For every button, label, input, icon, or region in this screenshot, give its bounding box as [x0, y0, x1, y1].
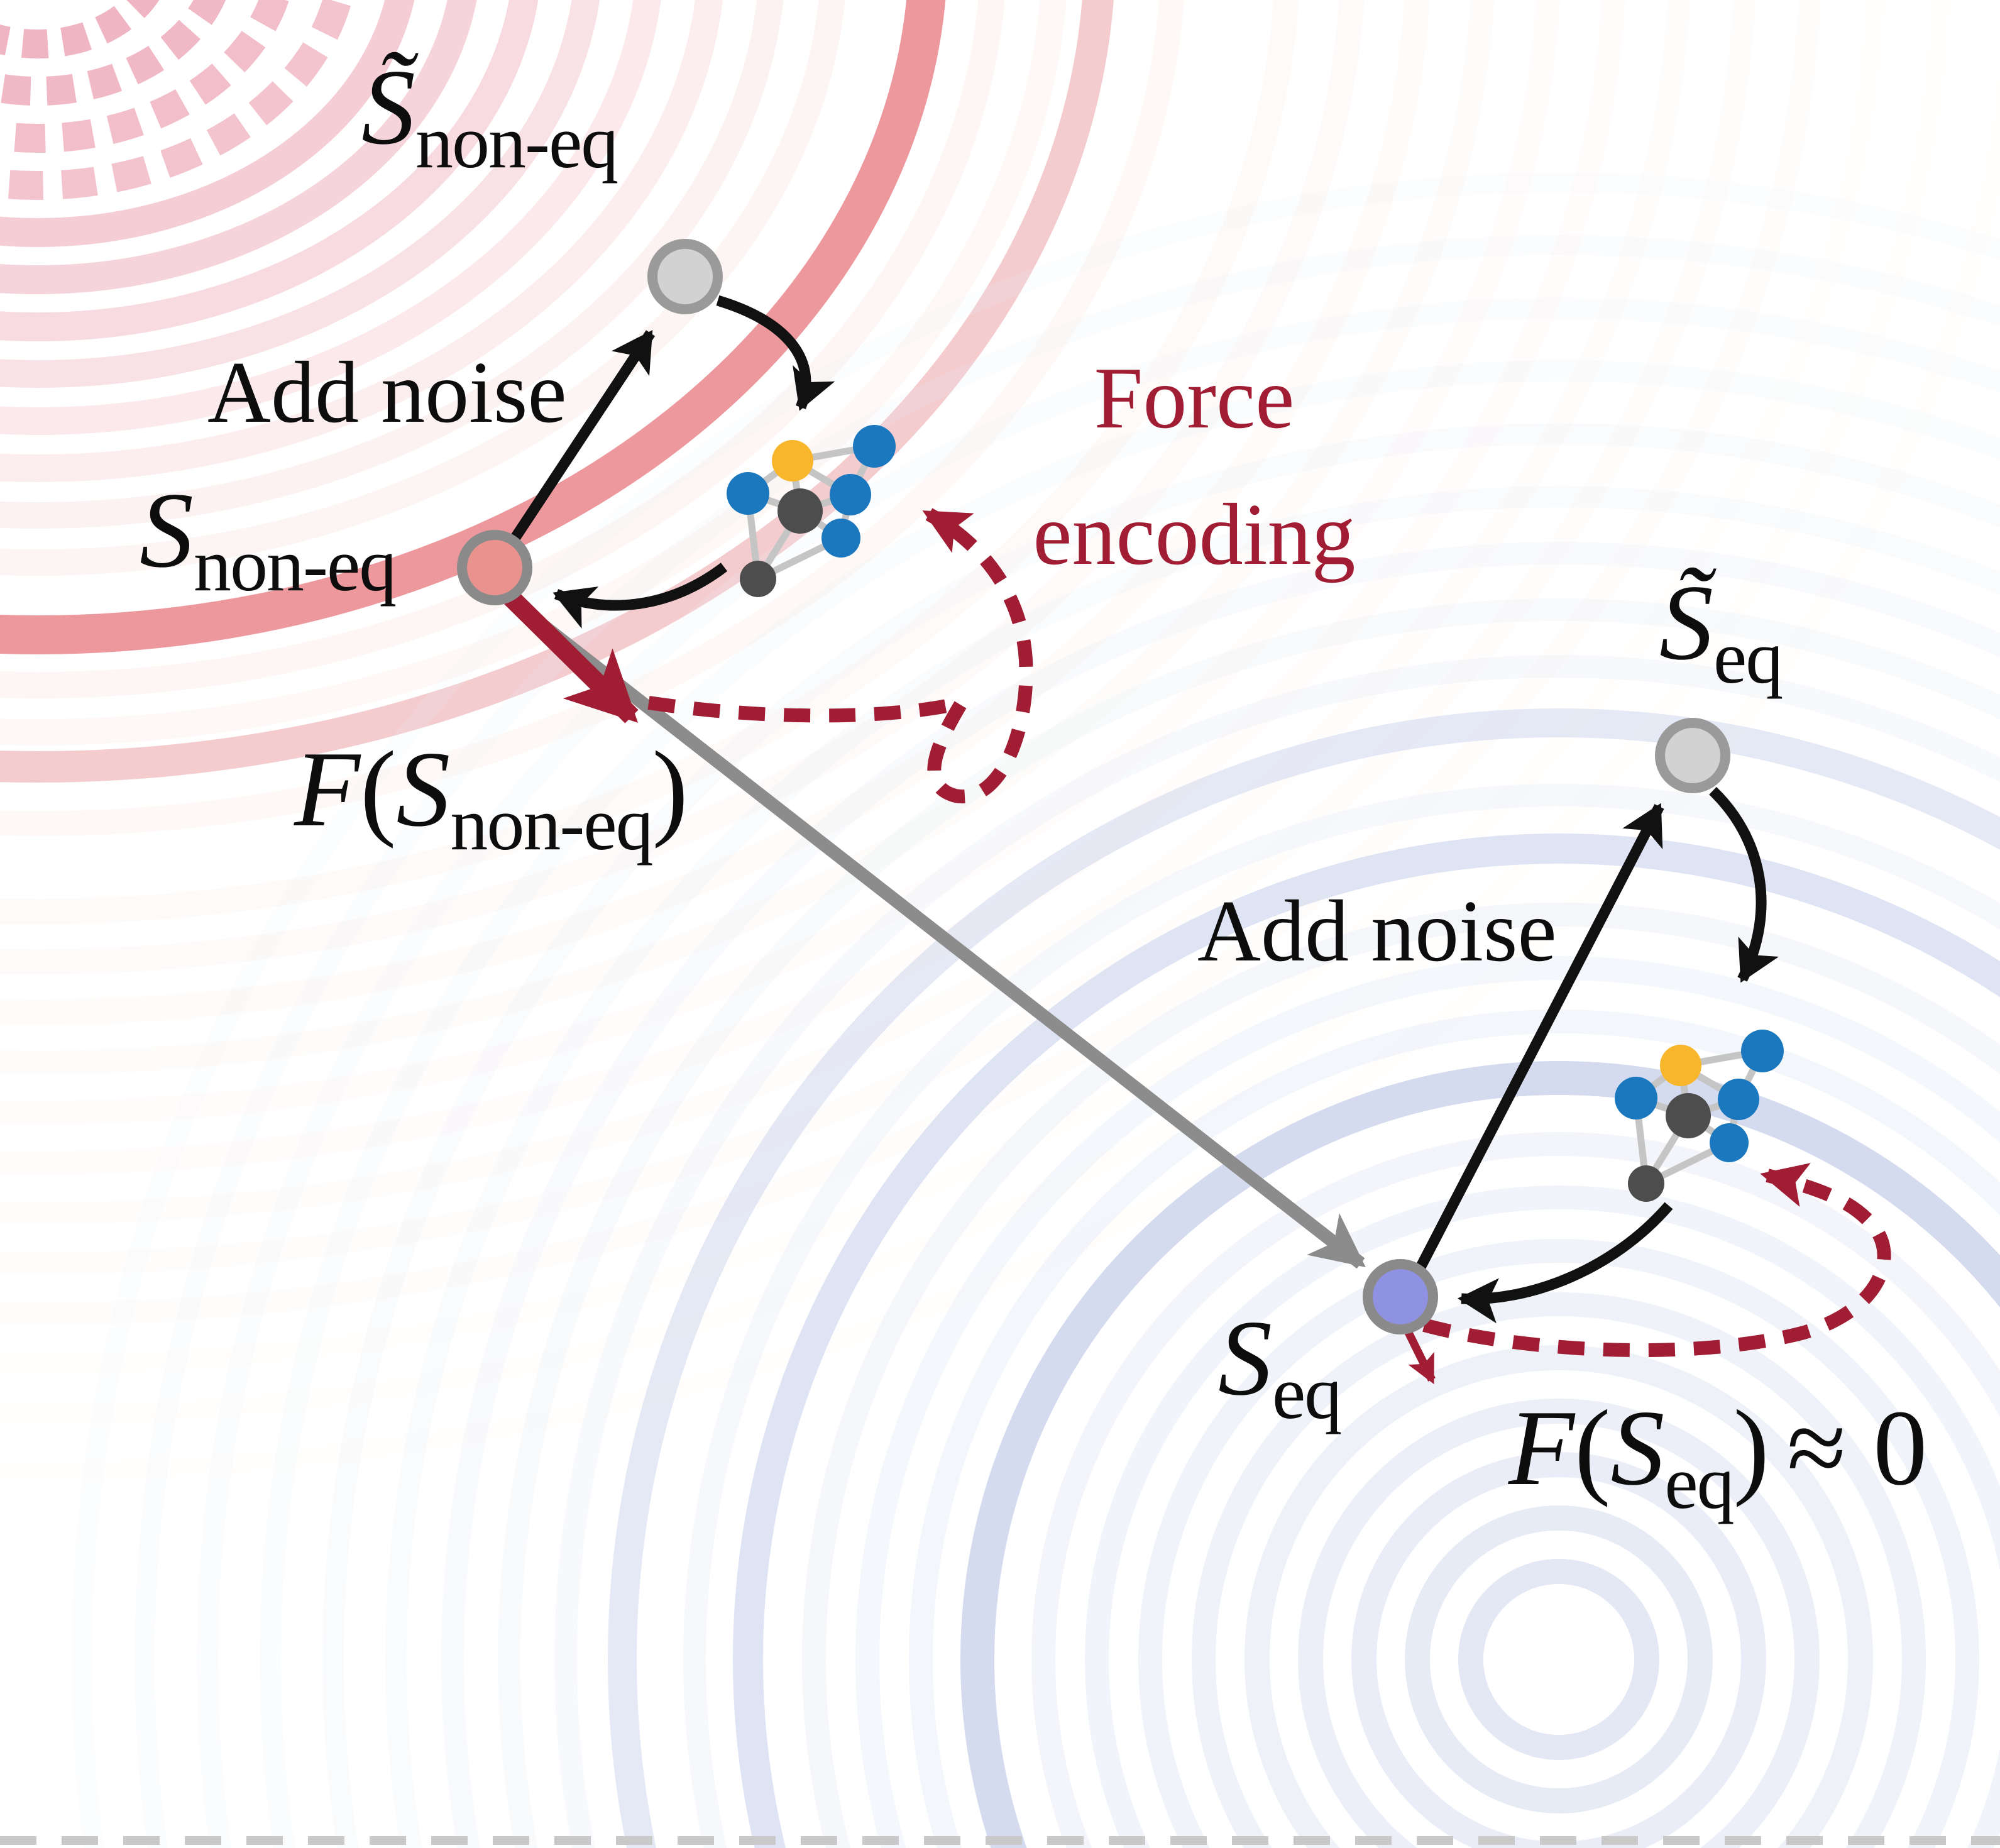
label-force-noneq: F(Snon-eq): [294, 730, 688, 866]
force-encoding-loop-left: [647, 508, 1033, 804]
label-add-noise-left: Add noise: [207, 344, 567, 441]
noisy-to-molecule-arrow-right: [1709, 786, 1779, 983]
molecular-graph-icon: [727, 425, 896, 597]
atom-blue: [821, 519, 860, 558]
atom-blue: [853, 425, 896, 468]
atom-orange: [772, 440, 813, 481]
atom-blue: [1718, 1079, 1759, 1120]
add-noise-arrow-left: [510, 329, 656, 541]
force-vector-arrow-eq: [1404, 1329, 1436, 1385]
label-force-encoding: Force encoding: [1033, 349, 1356, 583]
atom-dark: [1666, 1093, 1711, 1138]
atom-blue: [1615, 1077, 1657, 1119]
state-point-eq: [1363, 1259, 1438, 1334]
relaxation-arrow: [498, 588, 1366, 1269]
atom-blue: [727, 472, 769, 515]
label-state-eq: Seq: [1218, 1299, 1342, 1434]
atom-orange: [1660, 1045, 1701, 1086]
molecular-graph-icon: [1615, 1030, 1784, 1202]
molecule-to-state-arrow-left: [552, 563, 728, 629]
blue-contour-rings: [72, 172, 2000, 1848]
state-point-noneq: [457, 530, 532, 605]
state-point-noisy-noneq: [647, 239, 723, 314]
force-encoding-loop-right: [1422, 1163, 1891, 1358]
atom-blue: [1741, 1030, 1784, 1072]
label-noisy-state-noneq: S̃non-eq: [361, 48, 618, 184]
atom-dark: [777, 488, 823, 534]
atom-blue: [830, 474, 871, 515]
atom-dark: [1628, 1165, 1664, 1202]
atom-blue: [1710, 1123, 1749, 1162]
molecule-to-state-arrow-right: [1458, 1202, 1673, 1324]
label-add-noise-right: Add noise: [1197, 883, 1557, 980]
red-contour-rings: [0, 0, 1114, 783]
atom-dark: [740, 561, 776, 597]
add-noise-arrow-right: [1414, 803, 1664, 1272]
noisy-to-molecule-arrow-left: [716, 295, 835, 411]
label-force-eq: F(Seq)≈ 0: [1508, 1389, 1928, 1524]
label-state-noneq: Snon-eq: [140, 471, 397, 607]
force-vector-arrow-noneq: [494, 581, 639, 723]
state-point-noisy-eq: [1655, 718, 1730, 793]
label-noisy-state-eq: S̃eq: [1659, 563, 1783, 699]
